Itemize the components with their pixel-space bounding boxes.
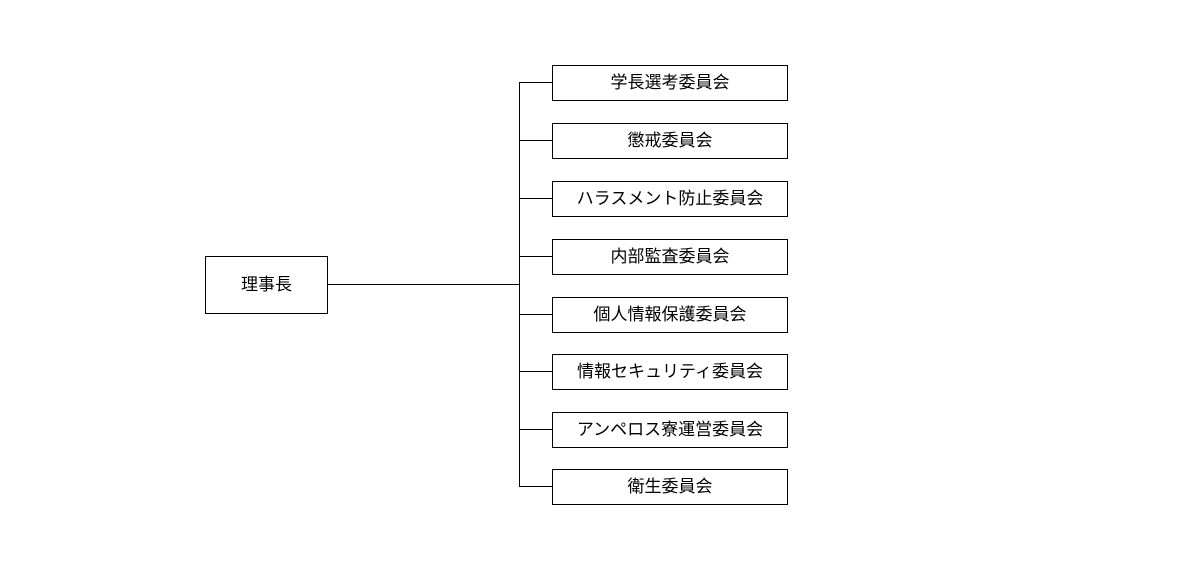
branch-line <box>519 140 552 141</box>
committee-ampelos-dorm: アンペロス寮運営委員会 <box>552 412 788 448</box>
committee-harassment-prevention: ハラスメント防止委員会 <box>552 181 788 217</box>
branch-line <box>519 256 552 257</box>
committee-label: 衛生委員会 <box>627 476 713 497</box>
committee-label: 個人情報保護委員会 <box>593 304 747 325</box>
branch-line <box>519 371 552 372</box>
branch-line <box>519 82 552 83</box>
committee-information-security: 情報セキュリティ委員会 <box>552 354 788 390</box>
branch-line <box>519 486 552 487</box>
committee-label: アンペロス寮運営委員会 <box>576 419 764 440</box>
committee-president-selection: 学長選考委員会 <box>552 65 788 101</box>
committee-label: 懲戒委員会 <box>627 130 713 151</box>
committee-disciplinary: 懲戒委員会 <box>552 123 788 159</box>
committee-health: 衛生委員会 <box>552 469 788 505</box>
committee-label: 学長選考委員会 <box>610 72 730 93</box>
committee-personal-info-protection: 個人情報保護委員会 <box>552 297 788 333</box>
committee-label: 情報セキュリティ委員会 <box>577 361 763 382</box>
trunk-line <box>519 82 520 487</box>
committee-label: 内部監査委員会 <box>610 246 730 267</box>
branch-line <box>519 429 552 430</box>
root-connector <box>328 284 519 285</box>
root-node-label: 理事長 <box>241 274 292 295</box>
committee-label: ハラスメント防止委員会 <box>576 188 764 209</box>
root-node-chairman: 理事長 <box>205 256 328 314</box>
branch-line <box>519 314 552 315</box>
committee-internal-audit: 内部監査委員会 <box>552 239 788 275</box>
branch-line <box>519 198 552 199</box>
